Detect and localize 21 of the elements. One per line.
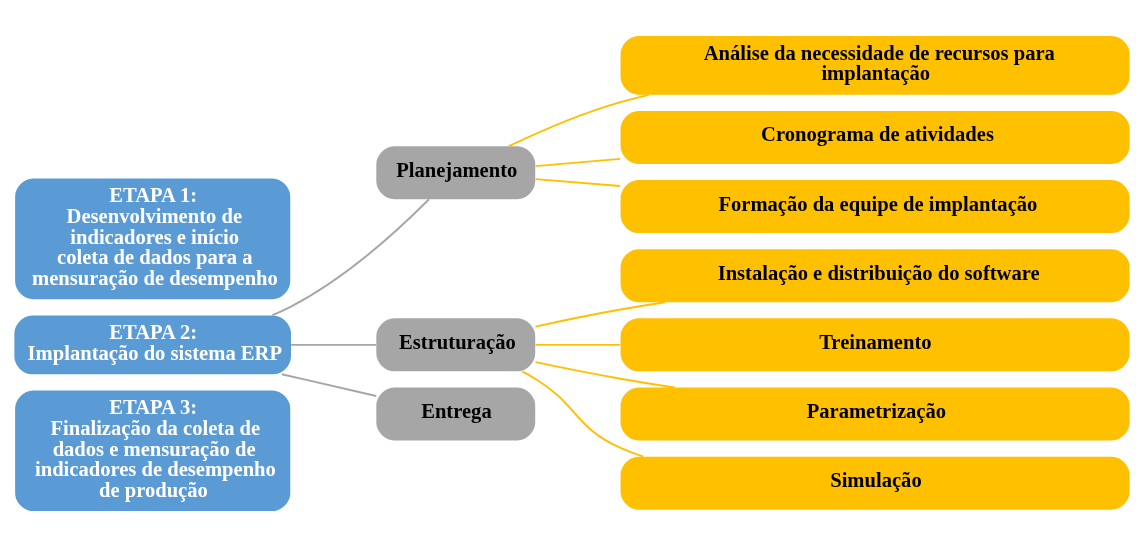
node-box: Simulação: [620, 456, 1130, 510]
node-box: ETAPA 2: Implantação do sistema ERP: [14, 315, 291, 375]
node-box: Parametrização: [620, 387, 1130, 441]
node-box: Formação da equipe de implantação: [620, 180, 1130, 234]
node-box: Treinamento: [620, 318, 1130, 372]
connector: [521, 370, 645, 458]
connector: [534, 178, 622, 187]
node-box: Estruturação: [376, 318, 536, 372]
node-box: Entrega: [376, 387, 536, 441]
connector: [507, 93, 650, 148]
connector: [534, 343, 622, 346]
node-box: Instalação e distribuição do software: [620, 249, 1130, 303]
node-box: ETAPA 1: Desenvolvimento de indicadores e início coleta de dados para a mensuração de desempenho: [15, 178, 291, 300]
connector: [271, 198, 430, 317]
connector: [534, 157, 622, 168]
connector: [290, 343, 378, 346]
connector: [280, 373, 378, 397]
node-box: Cronograma de atividades: [620, 110, 1130, 164]
node-box: ETAPA 3: Finalização da coleta de dados e mensuração de indicadores de desempenho de produção: [15, 390, 291, 512]
node-box: Análise da necessidade de recursos para implantação: [620, 35, 1130, 95]
node-box: Planejamento: [376, 146, 536, 200]
